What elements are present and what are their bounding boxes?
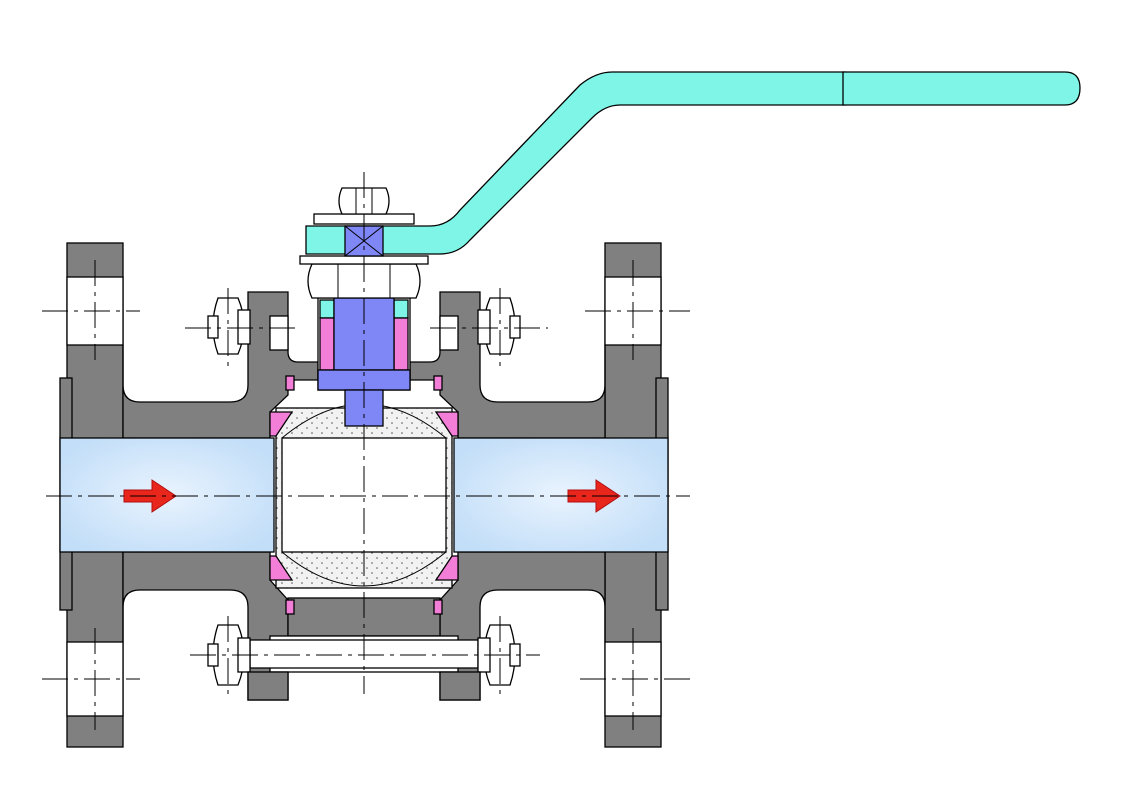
handle-grip <box>842 71 1081 106</box>
body-bolts-upper <box>207 297 521 355</box>
lever-handle <box>305 71 1081 257</box>
flow-passage <box>59 437 669 553</box>
seat-rings <box>269 375 459 615</box>
centre-lines <box>42 172 690 730</box>
